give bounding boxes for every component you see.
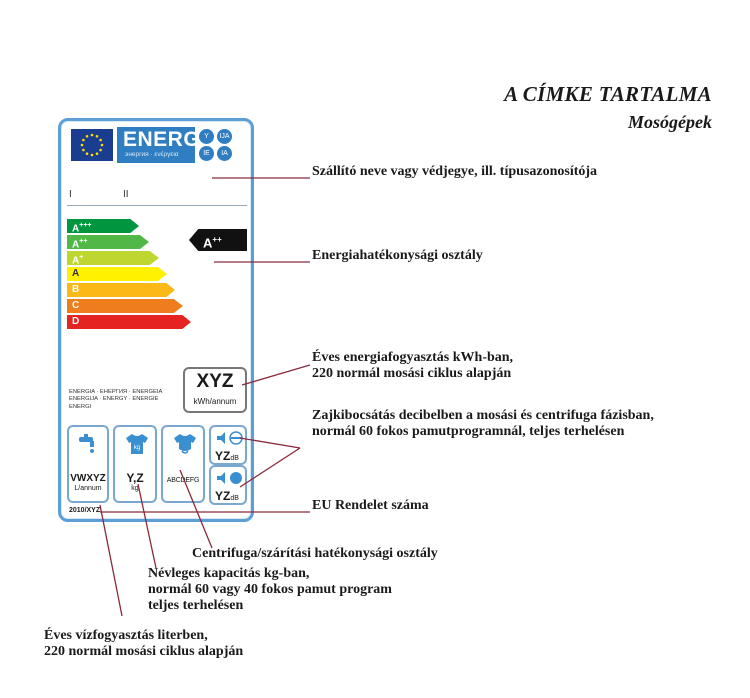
annotation-regulation: EU Rendelet száma	[312, 498, 429, 513]
rating-arrow: A++	[189, 229, 247, 251]
lang-code: IA	[217, 146, 232, 161]
annotation-water: Éves vízfogyasztás literben, 220 normál …	[44, 628, 243, 660]
annotation-annual-energy: Éves energiafogyasztás kWh-ban, 220 norm…	[312, 350, 513, 382]
page-subtitle: Mosógépek	[628, 112, 712, 132]
lang-code: IE	[199, 146, 214, 161]
class-bar-1: A++	[67, 235, 149, 249]
class-sup: +	[79, 254, 84, 261]
annotation-noise: Zajkibocsátás decibelben a mosási és cen…	[312, 408, 654, 440]
class-bar-3: A	[67, 267, 167, 281]
noise-value: YZ	[215, 449, 231, 463]
capacity-unit: kg	[131, 485, 139, 492]
water-box: VWXYZ L/annum	[67, 425, 109, 503]
roman-i: I	[69, 189, 72, 200]
rating-letter: A	[203, 235, 213, 251]
class-bar-5: C	[67, 299, 183, 313]
class-bar-6: D	[67, 315, 191, 329]
class-letter: B	[72, 284, 80, 295]
noise-value: YZ	[215, 489, 231, 503]
pointer-spin	[179, 469, 213, 549]
class-letter: D	[72, 316, 80, 327]
svg-text:kg: kg	[134, 445, 140, 451]
water-value: VWXYZ	[70, 473, 106, 484]
languages-text: ENERGIA · ЕНЕРГИЯ · ENERGEIA ENERGIJA · …	[69, 389, 162, 410]
noise-unit: dB	[230, 495, 239, 502]
class-letter: A	[72, 255, 80, 267]
lang-code: IJA	[217, 129, 232, 144]
capacity-line-2: normál 60 vagy 40 fokos pamut program	[148, 582, 392, 597]
energy-label: ENERG энергия · ενέργεια Y IJA IE IA I I…	[58, 118, 254, 522]
annotation-energy-class: Energiahatékonysági osztály	[312, 248, 483, 263]
capacity-line-1: Névleges kapacitás kg-ban,	[148, 566, 310, 581]
energy-logo: ENERG энергия · ενέργεια	[117, 127, 200, 163]
pointer-water	[99, 504, 123, 617]
annotation-capacity: Névleges kapacitás kg-ban, normál 60 vag…	[148, 566, 392, 614]
class-bar-0: A+++	[67, 219, 139, 233]
eu-flag-icon	[71, 129, 113, 161]
language-codes: Y IJA IE IA	[197, 127, 247, 163]
divider	[67, 205, 247, 206]
energy-unit: kWh/annum	[193, 397, 237, 406]
class-letter: C	[72, 300, 80, 311]
page-title: A CÍMKE TARTALMA	[504, 82, 712, 106]
class-sup: +++	[79, 222, 92, 229]
noise-spin-box: YZdB	[209, 465, 247, 505]
roman-ii: II	[123, 189, 129, 200]
energ-subtext: энергия · ενέργεια	[125, 151, 179, 158]
spin-shirt-icon	[174, 434, 196, 454]
annotation-supplier: Szállító neve vagy védjegye, ill. típusa…	[312, 164, 598, 179]
spin-classes: ABCDEFG	[166, 477, 200, 484]
pointer-capacity	[137, 483, 157, 569]
class-letter: A	[72, 223, 80, 235]
class-letter: A	[72, 239, 80, 251]
rating-sup: ++	[212, 235, 222, 244]
capacity-box: kg Y,Z kg	[113, 425, 157, 503]
energ-word: ENERG	[123, 128, 201, 151]
tap-icon	[79, 434, 94, 453]
class-letter: A	[72, 268, 80, 279]
speaker-icon	[217, 472, 242, 484]
lang-code: Y	[199, 129, 214, 144]
class-bar-2: A+	[67, 251, 159, 265]
noise-wash-box: YZdB	[209, 425, 247, 465]
pointer-noise-wash	[239, 437, 301, 449]
spin-box: ABCDEFG	[161, 425, 205, 503]
water-unit: L/annum	[74, 485, 102, 492]
noise-line-1: Zajkibocsátás decibelben a mosási és cen…	[312, 408, 654, 423]
energy-value: XYZ	[196, 371, 234, 392]
shirt-kg-icon: kg	[126, 434, 148, 454]
capacity-value: Y,Z	[126, 471, 144, 485]
capacity-line-3: teljes terhelésen	[148, 598, 244, 613]
annual-energy-line-1: Éves energiafogyasztás kWh-ban,	[312, 350, 514, 365]
noise-line-2: normál 60 fokos pamutprogramnál, teljes …	[312, 424, 625, 439]
regulation-number: 2010/XYZ	[69, 507, 101, 514]
annotation-spin: Centrifuga/szárítási hatékonysági osztál…	[192, 546, 438, 561]
class-sup: ++	[79, 238, 88, 245]
pointer-noise-spin	[239, 447, 301, 488]
water-line-1: Éves vízfogyasztás literben,	[44, 628, 208, 643]
annual-energy-line-2: 220 normál mosási ciklus alapján	[312, 366, 512, 381]
water-line-2: 220 normál mosási ciklus alapján	[44, 644, 244, 659]
noise-unit: dB	[230, 455, 239, 462]
energy-consumption-box: XYZ kWh/annum	[183, 367, 247, 413]
class-bar-4: B	[67, 283, 175, 297]
pointer-annual-energy	[241, 364, 311, 386]
